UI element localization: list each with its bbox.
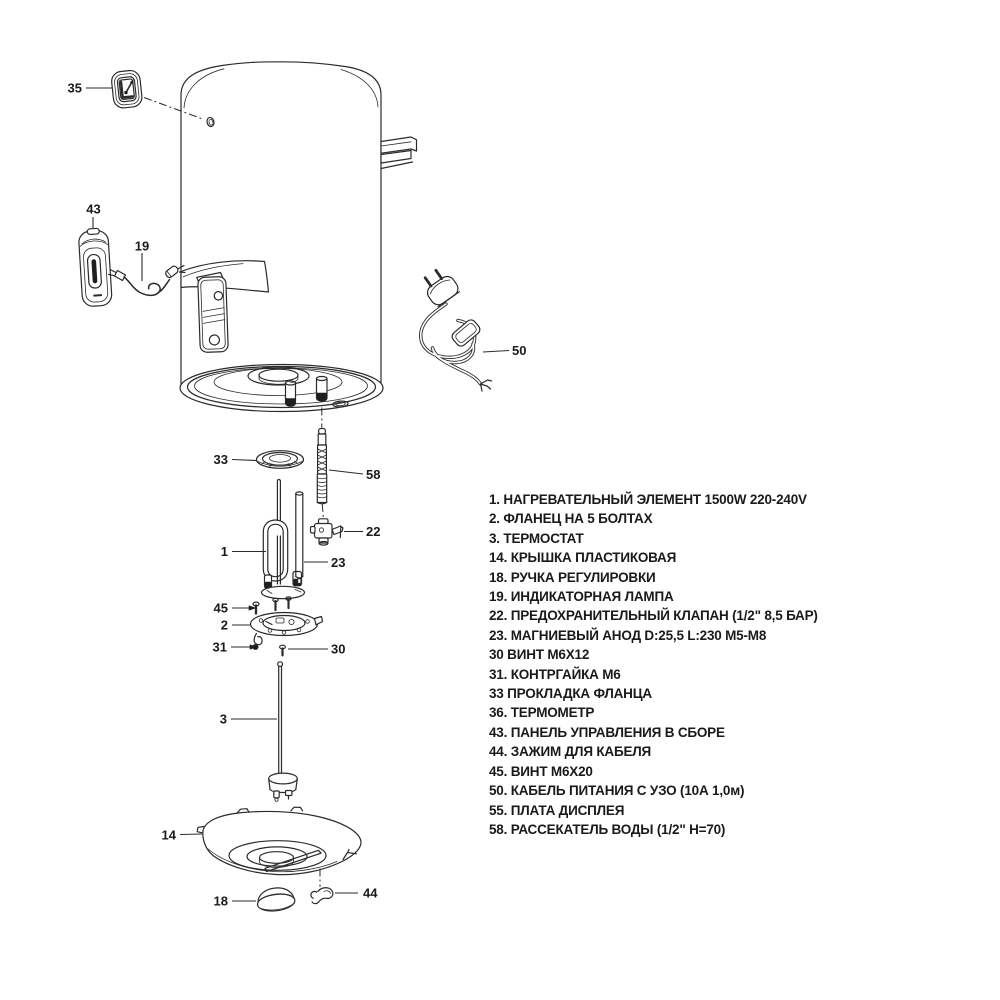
tank-bottom [179,363,384,413]
callout-2: 2 [221,618,228,633]
parts-list-item: 45. ВИНТ М6Х20 [489,763,593,779]
parts-list-item: 2. ФЛАНЕЦ НА 5 БОЛТАХ [489,511,653,527]
inlet-pipe [284,380,297,407]
callout-58: 58 [366,467,380,482]
callout-14: 14 [162,828,177,843]
cable-clamp-illustration [310,887,334,905]
callout-50: 50 [512,343,526,358]
parts-list-item: 3. ТЕРМОСТАТ [489,530,584,546]
callout-44: 44 [363,886,378,901]
parts-list-item: 19. ИНДИКАТОРНАЯ ЛАМПА [489,589,674,605]
display-slot [91,259,98,284]
leader-lines [86,87,510,902]
heating-element-illustration [260,478,306,612]
flange-illustration [249,611,324,646]
wall-bracket [380,136,418,170]
flange-gasket-illustration [255,450,305,469]
parts-list-item: 1. НАГРЕВАТЕЛЬНЫЙ ЭЛЕМЕНТ 1500W 220-240V [489,492,807,507]
callout-35: 35 [68,81,82,96]
parts-list-item: 44. ЗАЖИМ ДЛЯ КАБЕЛЯ [489,744,652,760]
thermometer-needle [125,81,133,94]
water-diffuser-illustration [316,427,328,505]
parts-list-item: 23. МАГНИЕВЫЙ АНОД D:25,5 L:230 M5-M8 [489,627,767,643]
screw-30-illustration [279,644,287,658]
parts-list-item: 31. КОНТРГАЙКА М6 [489,666,621,682]
callout-22: 22 [366,524,380,539]
parts-list-item: 22. ПРЕДОХРАНИТЕЛЬНЫЙ КЛАПАН (1/2" 8,5 Б… [489,608,818,624]
parts-list-item: 58. РАССЕКАТЕЛЬ ВОДЫ (1/2" Н=70) [489,821,726,837]
safety-valve-illustration [309,518,344,546]
anode-illustration [295,491,304,585]
parts-list-item: 43. ПАНЕЛЬ УПРАВЛЕНИЯ В СБОРЕ [489,724,725,740]
callout-19: 19 [135,239,149,254]
thermometer-bezel-illustration [111,69,143,109]
screw-45-illustration [252,601,260,615]
mount-plate [196,271,229,353]
callout-30: 30 [331,642,345,657]
callout-3: 3 [220,712,227,727]
parts-list: 1. НАГРЕВАТЕЛЬНЫЙ ЭЛЕМЕНТ 1500W 220-240V… [489,490,818,839]
knob-illustration [256,887,296,912]
power-cord-illustration [419,268,493,392]
parts-list-item: 36. ТЕРМОМЕТР [489,705,595,721]
parts-list-item: 14. КРЫШКА ПЛАСТИКОВАЯ [489,550,677,566]
plastic-cover-illustration [196,806,362,876]
thermometer-hole [206,116,215,128]
indicator-lamp-illustration [107,264,186,297]
parts-list-item: 18. РУЧКА РЕГУЛИРОВКИ [489,569,656,585]
control-panel-illustration [78,227,113,307]
callout-31: 31 [213,640,227,655]
callout-33: 33 [214,452,228,467]
rim-oval [332,400,349,408]
callout-1: 1 [221,544,228,559]
rcd-block [451,319,481,347]
parts-list-item: 33 ПРОКЛАДКА ФЛАНЦА [489,686,652,702]
thermostat-illustration [268,661,298,802]
callout-43: 43 [86,202,100,217]
plug [423,268,460,308]
outlet-pipe [315,375,328,402]
parts-list-item: 55. ПЛАТА ДИСПЛЕЯ [489,802,625,818]
callout-23: 23 [331,555,345,570]
tank-illustration [179,61,418,413]
callout-45: 45 [214,601,228,616]
parts-list-item: 50. КАБЕЛЬ ПИТАНИЯ С УЗО (10А 1,0м) [489,783,745,799]
callout-18: 18 [214,894,228,909]
parts-list-item: 30 ВИНТ М6Х12 [489,647,590,663]
